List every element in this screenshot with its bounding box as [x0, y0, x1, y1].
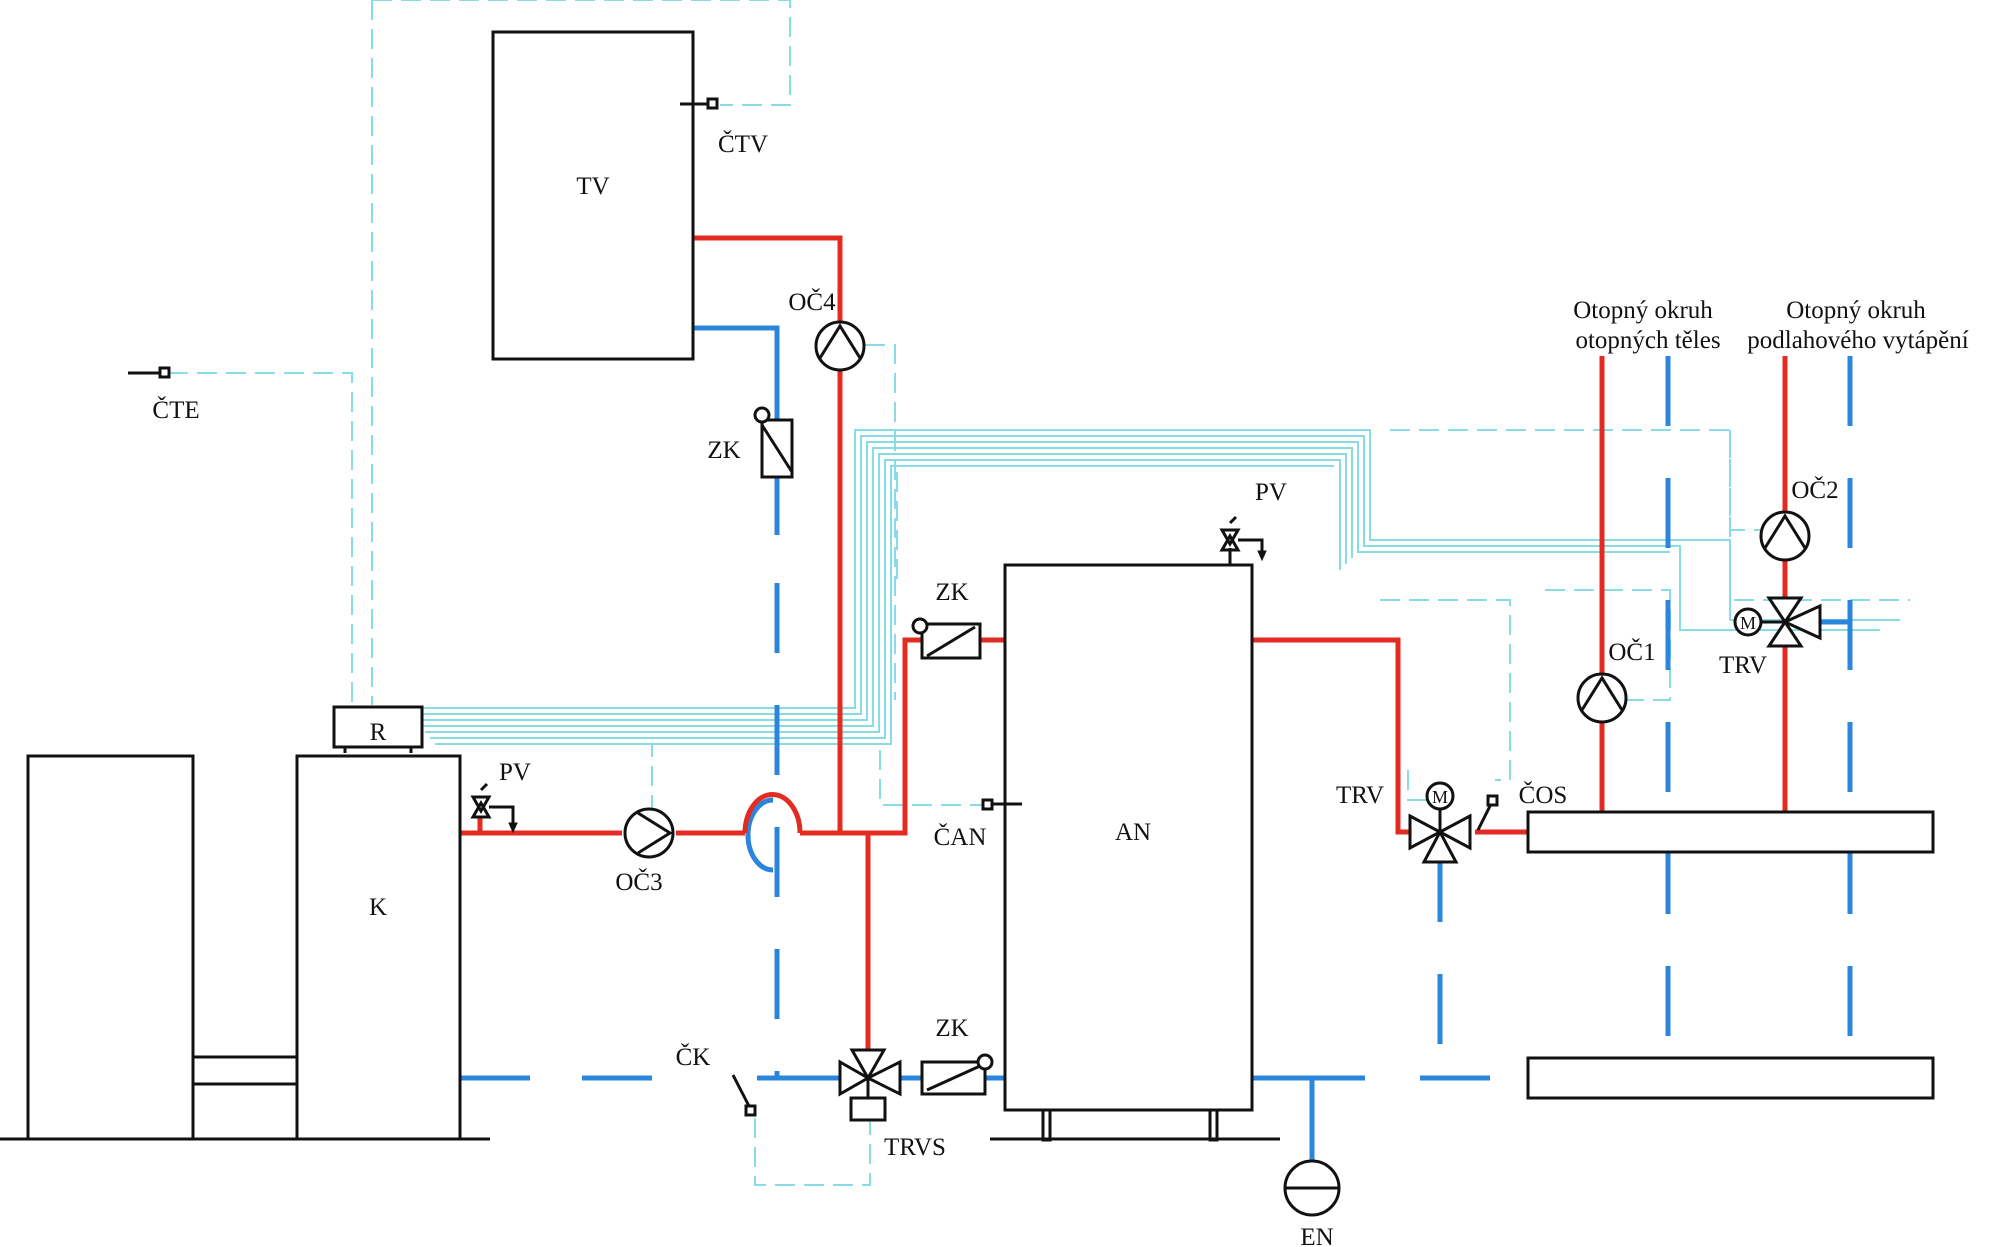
- return-pipes: [460, 325, 1853, 1160]
- boiler: [295, 754, 462, 1141]
- circulation-pump-icon: [1576, 672, 1628, 724]
- label-an: AN: [1115, 819, 1151, 846]
- circuit2-title-line2: podlahového vytápění: [1747, 327, 1969, 354]
- three-way-valve-icon: [1761, 596, 1822, 648]
- label-tv: TV: [576, 173, 609, 200]
- safety-valve-icon: [470, 782, 518, 834]
- label-trv-floor: TRV: [1719, 652, 1767, 679]
- label-oc2: OČ2: [1791, 476, 1838, 504]
- controller: [332, 705, 424, 749]
- label-k: K: [369, 894, 387, 921]
- return-header: [1526, 1056, 1935, 1100]
- label-pv-boiler: PV: [499, 759, 531, 786]
- motor-actuator-icon: M: [1733, 607, 1763, 637]
- expansion-vessel-icon: [1283, 1159, 1341, 1217]
- label-can: ČAN: [934, 823, 987, 851]
- temperature-sensor-icon: [1476, 794, 1499, 831]
- temperature-sensor-icon: [128, 366, 171, 379]
- supply-header: [1526, 810, 1935, 854]
- safety-valve-icon: [1219, 515, 1267, 565]
- label-zk-top: ZK: [707, 437, 740, 464]
- label-cte: ČTE: [152, 396, 199, 424]
- check-valve-icon: [753, 406, 794, 479]
- svg-text:M: M: [1740, 613, 1756, 633]
- label-oc1: OČ1: [1608, 638, 1655, 666]
- label-zk-mid: ZK: [935, 579, 968, 606]
- label-cos: ČOS: [1519, 781, 1568, 809]
- fuel-store: [26, 754, 195, 1141]
- label-zk-bottom: ZK: [935, 1015, 968, 1042]
- label-ctv: ČTV: [718, 130, 768, 158]
- temperature-sensor-icon: [731, 1074, 757, 1117]
- circuit2-title-line1: Otopný okruh: [1786, 297, 1926, 324]
- tank-foot-left: [1041, 1108, 1052, 1142]
- check-valve-icon: [920, 1053, 994, 1096]
- circuit1-title-line1: Otopný okruh: [1573, 297, 1713, 324]
- temperature-sensor-icon: [680, 97, 719, 110]
- label-pv-tank: PV: [1255, 479, 1287, 506]
- motor-actuator-icon: M: [1425, 781, 1455, 811]
- label-oc3: OČ3: [615, 868, 662, 896]
- three-way-valve-icon: [1408, 808, 1472, 864]
- label-r: R: [370, 719, 387, 746]
- hot-water-tank: [491, 30, 695, 361]
- three-way-valve-icon: [838, 1048, 902, 1122]
- circuit1-title-line2: otopných těles: [1575, 327, 1720, 354]
- circulation-pump-icon: [1759, 510, 1811, 562]
- temperature-sensor-icon: [981, 798, 1022, 811]
- circulation-pump-icon: [623, 807, 675, 859]
- accumulation-tank: [1003, 563, 1254, 1112]
- label-trvs: TRVS: [884, 1134, 946, 1161]
- supply-pipes: [460, 235, 1788, 1050]
- check-valve-icon: [911, 617, 982, 660]
- tank-foot-right: [1208, 1108, 1219, 1142]
- label-oc4: OČ4: [788, 288, 836, 316]
- svg-text:M: M: [1432, 787, 1448, 807]
- label-trv-main: TRV: [1336, 782, 1384, 809]
- store-connector: [191, 1055, 299, 1086]
- circulation-pump-icon: [814, 320, 866, 372]
- label-en: EN: [1300, 1224, 1333, 1247]
- label-ck: ČK: [676, 1043, 711, 1071]
